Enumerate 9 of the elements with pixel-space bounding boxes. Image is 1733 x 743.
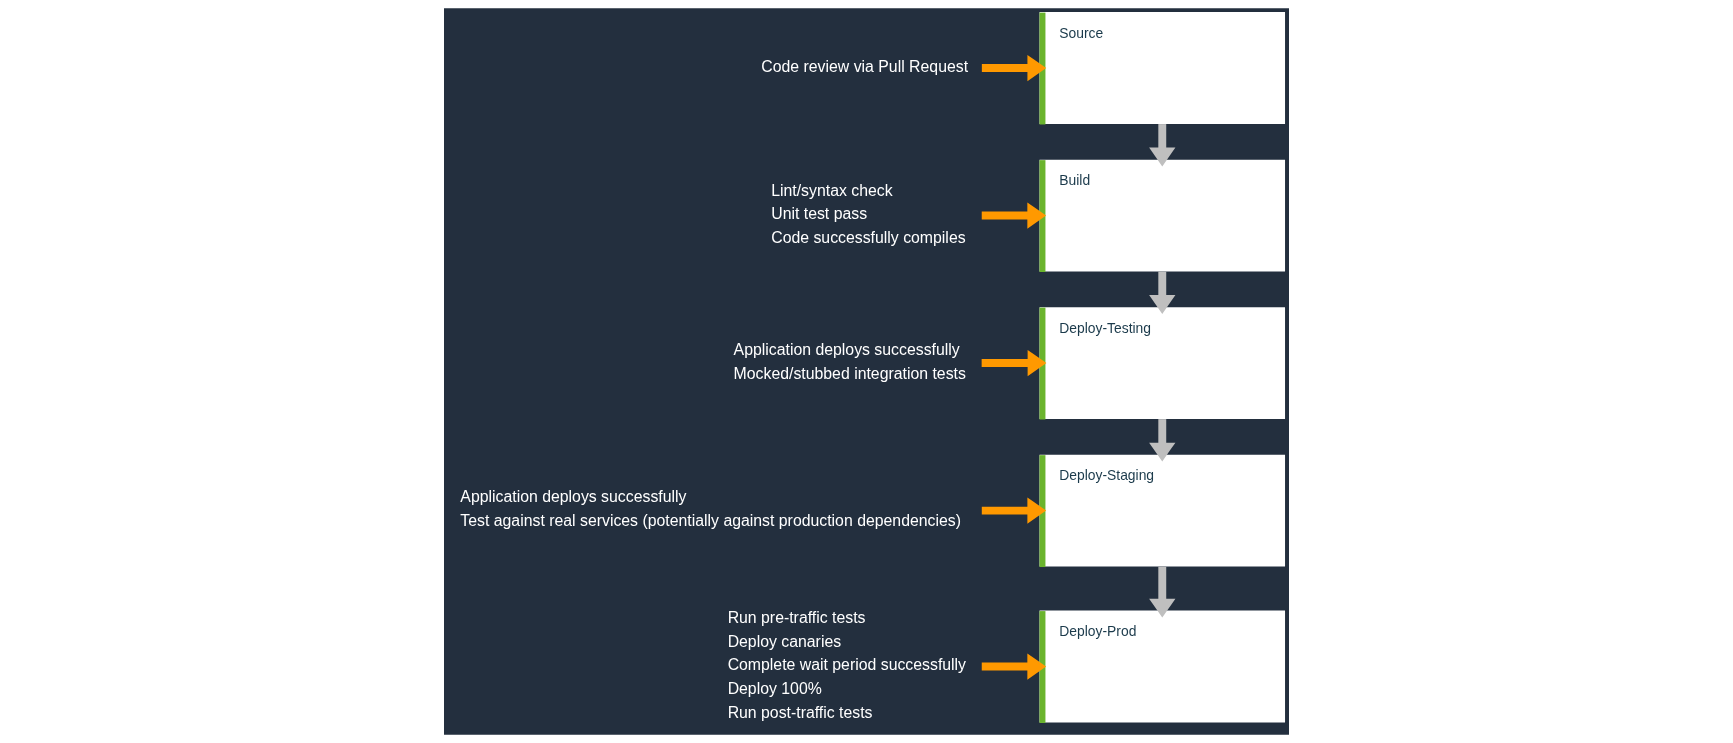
node-text: Code review via Pull Request — [761, 57, 969, 75]
node-text: Application deploys successfully Test against real services (potentially against production dependencies) — [460, 488, 961, 530]
arrow — [1149, 271, 1176, 314]
arrow — [1149, 419, 1176, 462]
arrow — [1149, 566, 1176, 618]
node-text: Lint/syntax check Unit test pass Code successfully compiles — [771, 181, 966, 247]
node-text: Run pre-traffic tests Deploy canaries Complete wait period successfully Deploy 100% Run post-traffic tests — [727, 608, 967, 721]
node-text: Application deploys successfully Mocked/stubbed integration tests — [733, 340, 966, 382]
arrow — [1149, 124, 1176, 167]
